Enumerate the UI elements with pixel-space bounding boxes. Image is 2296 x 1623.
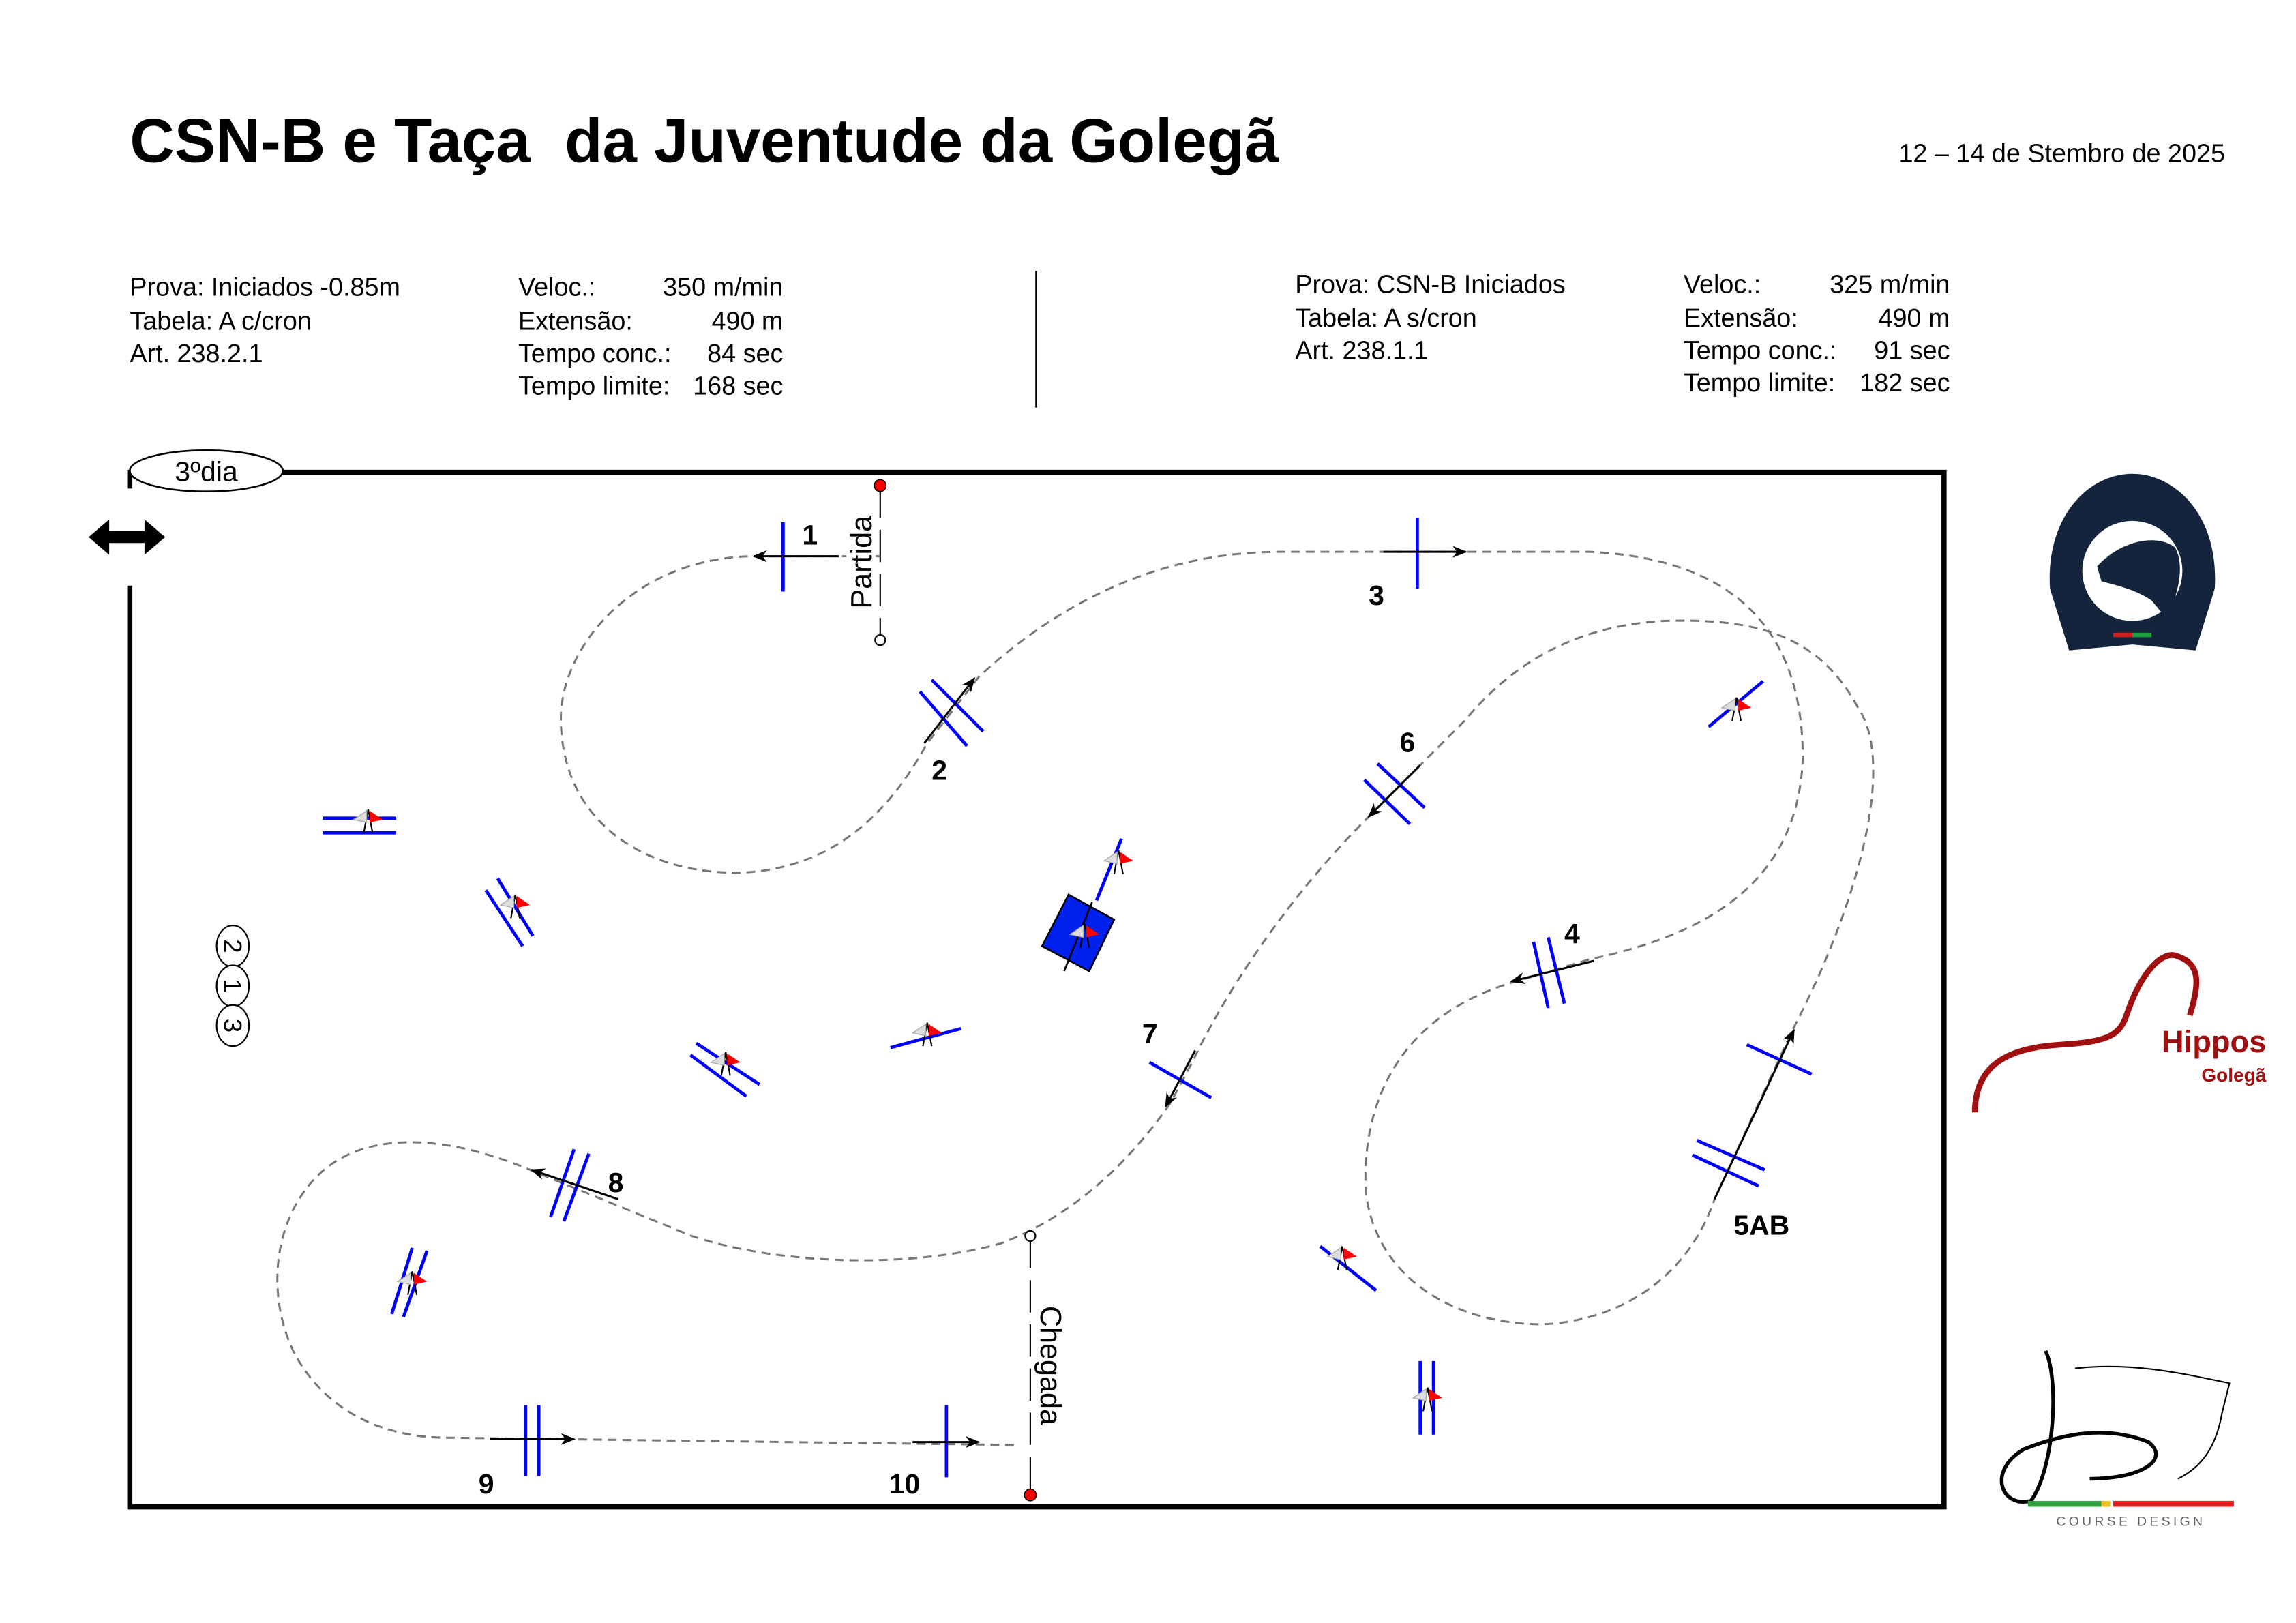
fep-logo: [2049, 473, 2216, 651]
spare-jump: [1708, 680, 1764, 728]
day-badge: [129, 449, 284, 492]
veloc-label: Veloc.:: [518, 273, 595, 302]
svg-text:10: 10: [889, 1468, 921, 1500]
svg-text:3: 3: [1369, 580, 1384, 611]
article: Art. 238.1.1: [1295, 336, 1428, 365]
veloc-label: Veloc.:: [1684, 270, 1761, 299]
jump-8: 8: [530, 1148, 624, 1222]
svg-text:8: 8: [608, 1167, 624, 1198]
day-order-3: 3: [218, 1019, 246, 1032]
tabela: Tabela: A c/cron: [130, 307, 312, 336]
right-class-info: Prova: CSN-B Iniciados Tabela: A s/cron …: [1295, 270, 1950, 398]
tempo-conc-value: 91 sec: [1874, 336, 1950, 365]
prova: Prova: CSN-B Iniciados: [1295, 270, 1566, 299]
tempo-conc-label: Tempo conc.:: [1684, 336, 1837, 365]
svg-text:6: 6: [1399, 727, 1415, 758]
spare-jump: [1412, 1360, 1444, 1435]
jump-6: 6: [1363, 727, 1426, 826]
entrance-arrow-icon: [88, 519, 166, 555]
tempo-conc-value: 84 sec: [707, 340, 783, 368]
prova: Prova: Iniciados -0.85m: [130, 273, 400, 302]
hippos-title: Hippos: [2162, 1024, 2267, 1059]
event-date: 12 – 14 de Stembro de 2025: [1898, 139, 2225, 168]
water-tray: [1041, 893, 1116, 972]
jump-10: 10: [889, 1405, 981, 1500]
hippos-logo: Hippos Golegã: [1971, 952, 2267, 1113]
tempo-limite-value: 168 sec: [693, 372, 783, 400]
tempo-limite-label: Tempo limite:: [1684, 369, 1835, 398]
jump-9: 9: [479, 1405, 576, 1500]
tempo-limite-label: Tempo limite:: [518, 372, 670, 400]
start-label: Partida: [846, 516, 878, 609]
svg-text:5AB: 5AB: [1733, 1209, 1789, 1240]
article: Art. 238.2.1: [130, 340, 263, 368]
extensao-label: Extensão:: [1684, 304, 1798, 333]
spare-jump: [323, 808, 396, 835]
start-line: Partida: [846, 479, 887, 646]
left-class-info: Prova: Iniciados -0.85m Tabela: A c/cron…: [130, 273, 783, 401]
jump-5ab: 5AB: [1691, 1028, 1813, 1240]
spare-jump: [689, 1041, 761, 1098]
spare-jump: [1319, 1245, 1377, 1292]
day-order-2: 1: [218, 979, 246, 992]
jump-1: 1: [752, 519, 839, 592]
js-course-design-logo: COURSE DESIGN: [1999, 1350, 2234, 1530]
spare-jump: [484, 877, 535, 947]
veloc-value: 325 m/min: [1830, 270, 1950, 299]
day-order-1: 2: [218, 939, 246, 953]
svg-text:2: 2: [931, 755, 947, 786]
jump-3: 3: [1369, 518, 1467, 611]
svg-text:4: 4: [1564, 918, 1580, 949]
svg-text:1: 1: [802, 519, 818, 550]
tabela: Tabela: A s/cron: [1295, 304, 1477, 333]
spare-jump: [390, 1247, 429, 1317]
page-title: CSN-B e Taça da Juventude da Golegã: [130, 106, 1279, 175]
extensao-label: Extensão:: [518, 307, 633, 336]
js-subtitle: COURSE DESIGN: [2056, 1515, 2205, 1530]
tempo-limite-value: 182 sec: [1860, 369, 1950, 398]
hippos-subtitle: Golegã: [2201, 1064, 2266, 1086]
svg-text:9: 9: [479, 1468, 494, 1500]
extensao-value: 490 m: [711, 307, 783, 336]
course-path: [276, 550, 1875, 1446]
day-label: 3ºdia: [175, 456, 238, 488]
jump-7: 7: [1142, 1018, 1212, 1108]
extensao-value: 490 m: [1879, 304, 1950, 333]
finish-label: Chegada: [1034, 1306, 1067, 1425]
spare-jump: [890, 1022, 962, 1049]
tempo-conc-label: Tempo conc.:: [518, 340, 672, 368]
jump-2: 2: [919, 677, 985, 786]
arena-border: [127, 469, 1947, 1510]
finish-line: Chegada: [1024, 1230, 1067, 1502]
day-order: 2 1 3: [215, 925, 250, 1047]
svg-text:7: 7: [1142, 1018, 1158, 1049]
spare-jump: [1094, 838, 1135, 902]
veloc-value: 350 m/min: [663, 273, 783, 302]
jump-4: 4: [1510, 918, 1594, 1009]
